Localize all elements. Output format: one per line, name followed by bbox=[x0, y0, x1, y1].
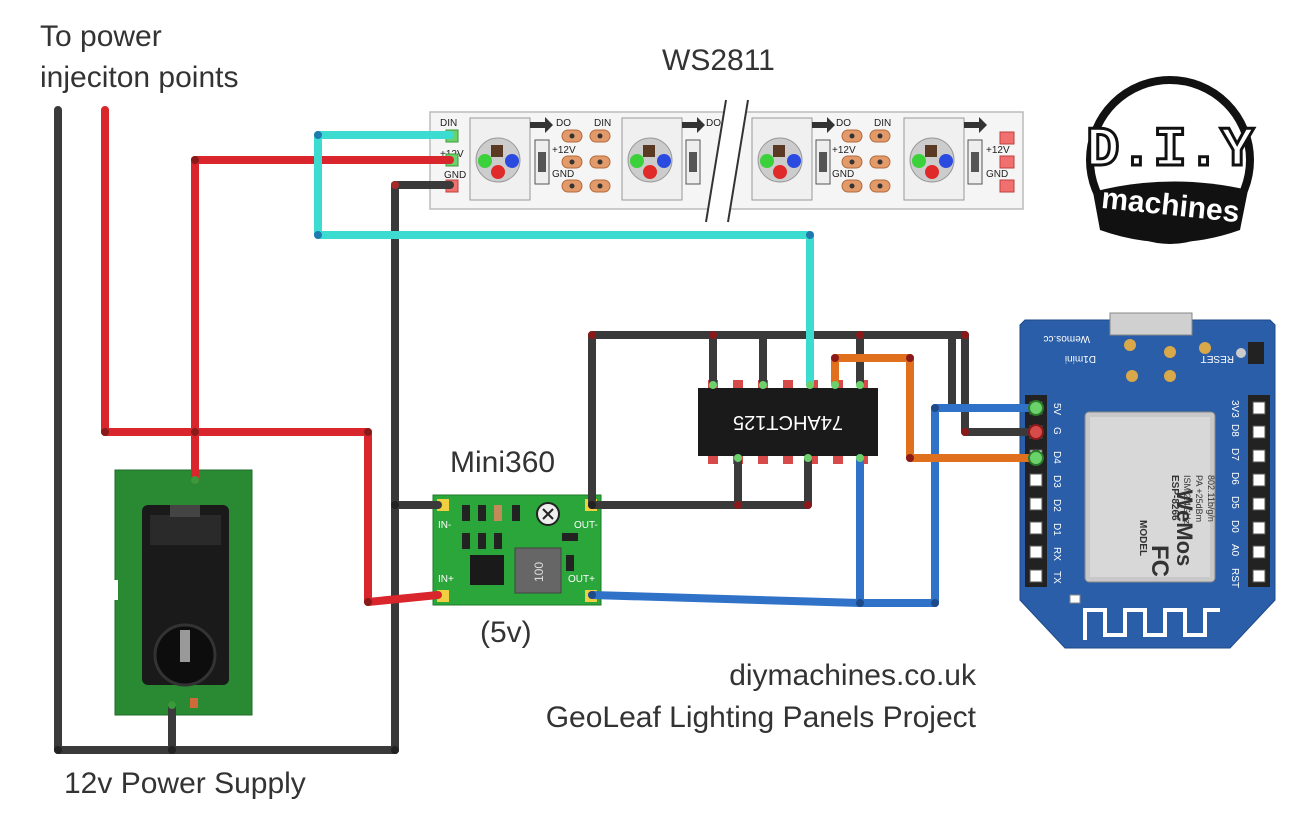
strip-pad-do-label-2: DO bbox=[836, 118, 851, 129]
ic-74ahct125: 74AHCT125 bbox=[698, 380, 878, 464]
pin-tx-label: TX bbox=[1051, 571, 1062, 584]
power-supply-label: 12v Power Supply bbox=[64, 767, 306, 800]
pin-d7-label: D7 bbox=[1229, 448, 1240, 461]
pin-a0-label: A0 bbox=[1229, 544, 1240, 557]
pin-rst-label: RST bbox=[1229, 568, 1240, 588]
strip-pad-12v-label: +12V bbox=[552, 145, 576, 156]
wemos-brand-label: Wemos.cc bbox=[1044, 333, 1091, 344]
pin-d0-label: D0 bbox=[1229, 520, 1240, 533]
led-chip-3 bbox=[751, 117, 813, 201]
d1mini-pin-connections bbox=[1028, 400, 1044, 466]
converter-out-minus-label: OUT- bbox=[574, 520, 598, 531]
strip-pad-din-label: DIN bbox=[594, 118, 611, 129]
data-direction-arrow-icon bbox=[964, 117, 987, 133]
esp-line-1: ESP-8266 bbox=[1169, 475, 1180, 521]
wemos-d1-mini: RESET Wemos.cc D1mini 5V G D4 D3 D2 D1 R… bbox=[1019, 312, 1276, 649]
data-direction-arrow-icon bbox=[812, 117, 835, 133]
esp-line-2: ISM 2.4GHz bbox=[1182, 475, 1192, 525]
strip-din-label: DIN bbox=[440, 118, 457, 129]
strip-pad-do-label: DO bbox=[556, 118, 571, 129]
strip-pad-gnd-label-2: GND bbox=[832, 169, 854, 180]
pin-rx-label: RX bbox=[1051, 547, 1062, 561]
led-chip-1 bbox=[469, 117, 531, 201]
ws2811-strip: DIN +12V GND bbox=[429, 99, 1024, 223]
pin-3v3-label: 3V3 bbox=[1229, 400, 1240, 418]
diy-machines-logo: D.I.Y machines bbox=[1084, 76, 1256, 244]
fc-mark: FC bbox=[1146, 545, 1173, 577]
power-injection-label-line2: injeciton points bbox=[40, 61, 238, 94]
esp-model-label: MODEL bbox=[1137, 520, 1148, 556]
pin-d1-label: D1 bbox=[1051, 523, 1062, 536]
strip-gnd-label: GND bbox=[444, 170, 466, 181]
ic-part-label: 74AHCT125 bbox=[733, 411, 843, 433]
data-direction-arrow-icon bbox=[682, 117, 705, 133]
pin-d6-label: D6 bbox=[1229, 472, 1240, 485]
pin-5v-label: 5V bbox=[1051, 403, 1062, 416]
converter-in-minus-label: IN- bbox=[438, 520, 451, 531]
pin-d2-label: D2 bbox=[1051, 499, 1062, 512]
dc-barrel-jack-board bbox=[110, 469, 253, 716]
converter-in-plus-label: IN+ bbox=[438, 574, 454, 585]
inductor-label: 100 bbox=[532, 562, 546, 582]
strip-end-gnd-label: GND bbox=[986, 169, 1008, 180]
strip-end-12v-label: +12V bbox=[986, 145, 1010, 156]
mini360-converter: IN- IN+ OUT- OUT+ 100 bbox=[432, 494, 602, 606]
website-label: diymachines.co.uk bbox=[729, 659, 977, 692]
strip-pad-din-label-2: DIN bbox=[874, 118, 891, 129]
led-chip-4 bbox=[903, 117, 965, 201]
wire-junctions bbox=[54, 131, 969, 754]
project-label: GeoLeaf Lighting Panels Project bbox=[546, 701, 977, 734]
pin-d3-label: D3 bbox=[1051, 475, 1062, 488]
strip-pad-gnd-label: GND bbox=[552, 169, 574, 180]
pin-d5-label: D5 bbox=[1229, 496, 1240, 509]
esp-module-logo: WeMos bbox=[1172, 490, 1197, 567]
d1mini-model-label: D1mini bbox=[1065, 353, 1096, 364]
esp-line-4: 802.11b/g/n bbox=[1206, 475, 1216, 522]
logo-top-text: D.I.Y bbox=[1086, 118, 1254, 182]
reset-label: RESET bbox=[1201, 353, 1234, 364]
data-direction-arrow-icon bbox=[530, 117, 553, 133]
esp-line-3: PA +25dBm bbox=[1194, 475, 1204, 522]
strip-pad-12v-label-2: +12V bbox=[832, 145, 856, 156]
pin-g-label: G bbox=[1051, 427, 1062, 435]
converter-voltage: (5v) bbox=[480, 616, 532, 649]
led-chip-2 bbox=[621, 117, 683, 201]
power-injection-label: To power bbox=[40, 20, 162, 53]
pin-d8-label: D8 bbox=[1229, 424, 1240, 437]
pin-d4-label: D4 bbox=[1051, 451, 1062, 464]
strip-do-label: DO bbox=[706, 118, 721, 129]
ic-pin-connections bbox=[709, 381, 864, 462]
strip-title: WS2811 bbox=[662, 44, 775, 77]
converter-out-plus-label: OUT+ bbox=[568, 574, 595, 585]
converter-title: Mini360 bbox=[450, 446, 555, 479]
